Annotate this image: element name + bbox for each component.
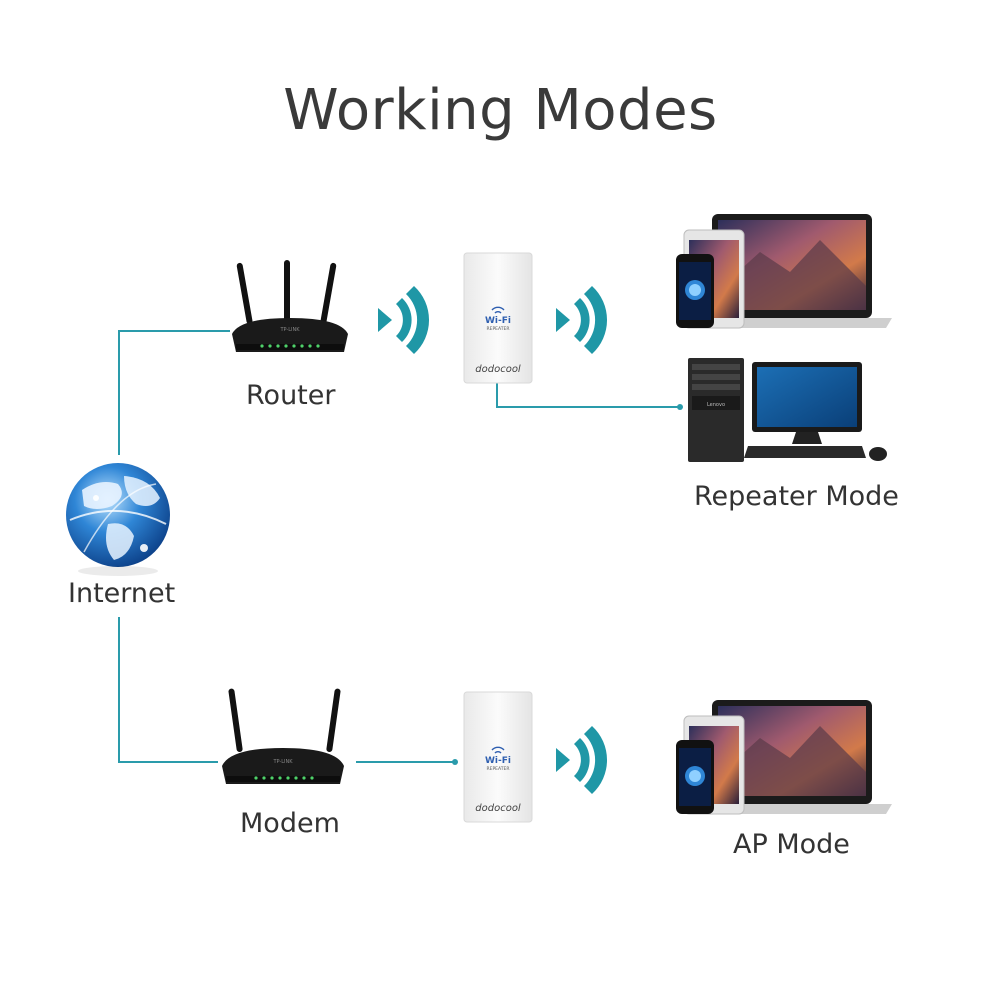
router-brand: TP-LINK	[279, 327, 300, 333]
modem-icon: TP-LINK	[222, 688, 344, 784]
router-label: Router	[246, 380, 336, 411]
ap-mode-label: AP Mode	[733, 829, 850, 860]
wifi-logo-text: Wi-Fi	[485, 316, 511, 326]
wifi-sub-text: REPEATER	[487, 766, 510, 772]
laptop-tablet-phone-icon	[676, 700, 892, 815]
repeater-device-icon: Wi-Fi REPEATER dodocool	[463, 252, 533, 384]
signal-waves-icon	[556, 726, 608, 794]
device-brand: dodocool	[475, 803, 521, 814]
pc-brand: Lenovo	[707, 402, 725, 408]
page-title: Working Modes	[283, 78, 718, 143]
internet-globe-icon	[66, 463, 170, 576]
wifi-logo-text: Wi-Fi	[485, 756, 511, 766]
desktop-pc-icon: Lenovo	[688, 358, 887, 462]
signal-waves-icon	[556, 286, 608, 354]
repeater-pc-line	[496, 383, 680, 408]
ap-device-icon: Wi-Fi REPEATER dodocool	[463, 691, 533, 823]
internet-router-line	[118, 330, 230, 455]
connector-dot	[452, 759, 458, 765]
internet-label: Internet	[68, 578, 176, 609]
connector-lines	[118, 330, 680, 763]
signal-waves-icon	[378, 286, 430, 354]
device-brand: dodocool	[475, 364, 521, 375]
connector-dot	[677, 404, 683, 410]
wifi-sub-text: REPEATER	[487, 326, 510, 332]
modem-brand: TP-LINK	[272, 759, 293, 765]
modem-label: Modem	[240, 808, 340, 839]
laptop-tablet-phone-icon	[676, 214, 892, 329]
router-icon: TP-LINK	[232, 260, 348, 352]
internet-modem-line	[118, 617, 218, 763]
repeater-mode-label: Repeater Mode	[694, 481, 899, 512]
